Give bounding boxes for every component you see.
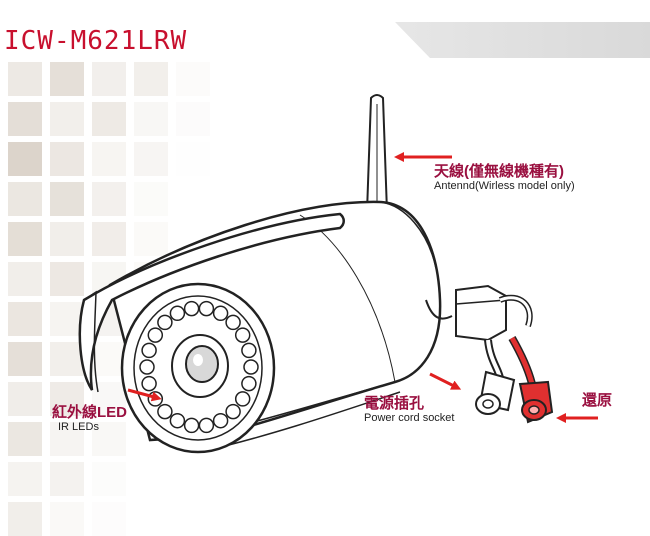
power-socket-arrow	[429, 372, 462, 390]
decorative-tile	[50, 462, 84, 496]
ir-led	[183, 300, 200, 317]
reset-label-zh: 還原	[582, 392, 613, 409]
decorative-tile	[8, 222, 42, 256]
decorative-tile	[134, 142, 168, 176]
decorative-tile	[50, 422, 84, 456]
decorative-tile	[50, 182, 84, 216]
ir-led	[147, 327, 164, 343]
ir-led	[225, 403, 241, 420]
lens	[185, 345, 219, 383]
decorative-tile	[8, 142, 42, 176]
ir-led	[169, 412, 186, 429]
decorative-tile	[8, 462, 42, 496]
decorative-tile	[50, 382, 84, 416]
decorative-tile	[92, 142, 126, 176]
power-socket-callout: 電源插孔 Power cord socket	[364, 395, 454, 425]
reset-cable	[508, 336, 554, 424]
decorative-tile	[50, 222, 84, 256]
decorative-tile	[8, 302, 42, 336]
power-connector	[475, 370, 516, 415]
decorative-tile	[50, 102, 84, 136]
ir-led-callout: 紅外線LED IR LEDs	[52, 404, 127, 434]
decorative-tile	[50, 502, 84, 536]
decorative-tile	[50, 62, 84, 96]
decorative-tile	[50, 302, 84, 336]
ir-led	[157, 403, 173, 420]
decorative-tile	[50, 142, 84, 176]
ir-led	[141, 342, 157, 359]
ir-led	[183, 417, 200, 434]
antenna-label-en: Antennd(Wirless model only)	[434, 180, 575, 192]
ir-led-ring	[139, 300, 259, 434]
title-bar	[0, 22, 650, 58]
ir-led	[169, 305, 186, 322]
decorative-tile	[176, 502, 210, 536]
decorative-tile	[8, 262, 42, 296]
cables	[425, 284, 533, 380]
ir-led	[147, 391, 164, 407]
decorative-tile	[176, 62, 210, 96]
decorative-tile	[176, 102, 210, 136]
ir-led	[212, 305, 229, 322]
ir-led	[241, 342, 257, 359]
ir-led	[243, 359, 259, 375]
camera-front	[120, 282, 276, 454]
decorative-tile	[134, 502, 168, 536]
decorative-tile	[8, 422, 42, 456]
ir-led-label-en: IR LEDs	[58, 421, 99, 433]
decorative-tile	[8, 62, 42, 96]
power-socket-label-en: Power cord socket	[364, 412, 455, 424]
decorative-tile	[50, 262, 84, 296]
decorative-tile	[134, 222, 168, 256]
decorative-tile	[50, 342, 84, 376]
decorative-tile	[134, 182, 168, 216]
sun-shield	[78, 212, 345, 393]
ir-led	[234, 327, 251, 343]
decorative-tile	[92, 502, 126, 536]
reset-callout: 還原	[582, 392, 612, 409]
ir-led-label-zh: 紅外線LED	[52, 404, 128, 421]
ir-led	[241, 375, 257, 392]
decorative-tile	[134, 62, 168, 96]
decorative-tile	[8, 382, 42, 416]
decorative-tile	[8, 182, 42, 216]
ir-led	[139, 359, 155, 375]
power-socket-label-zh: 電源插孔	[364, 395, 425, 412]
decorative-tile	[92, 62, 126, 96]
ir-led	[198, 300, 215, 317]
ir-led	[225, 314, 241, 331]
decorative-tile	[176, 142, 210, 176]
ir-led	[157, 314, 173, 331]
model-title: ICW-M621LRW	[4, 26, 188, 56]
ir-led	[141, 375, 157, 392]
ir-led	[198, 417, 215, 434]
ir-led	[212, 412, 229, 429]
decorative-tile	[8, 102, 42, 136]
decorative-tile	[176, 182, 210, 216]
decorative-tile	[8, 342, 42, 376]
decorative-tile	[176, 462, 210, 496]
antenna-label-zh: 天線(僅無線機種有)	[434, 163, 564, 180]
decorative-tile	[92, 422, 126, 456]
decorative-tile	[8, 502, 42, 536]
ir-led-arrow	[127, 388, 162, 402]
decorative-tile	[92, 102, 126, 136]
ir-led	[234, 391, 251, 407]
decorative-tile	[92, 462, 126, 496]
decorative-tile	[92, 182, 126, 216]
title-bar-white-cut	[0, 22, 430, 58]
decorative-tile	[92, 222, 126, 256]
decorative-tile	[134, 462, 168, 496]
decorative-tile	[92, 342, 126, 376]
decorative-tile	[134, 102, 168, 136]
antenna-callout: 天線(僅無線機種有) Antennd(Wirless model only)	[434, 163, 575, 193]
